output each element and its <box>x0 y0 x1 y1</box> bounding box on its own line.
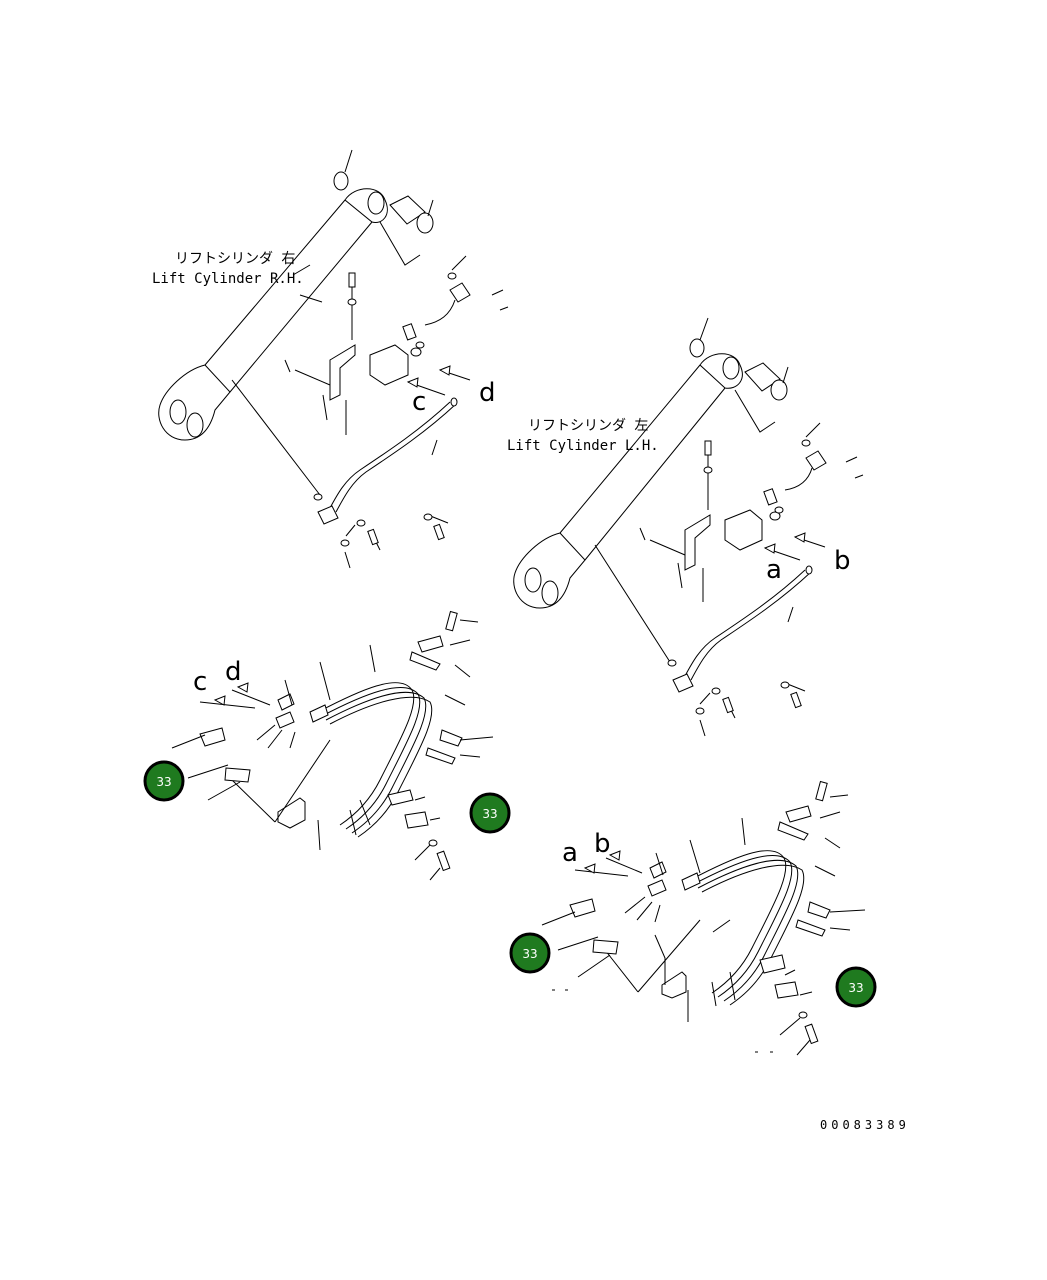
letter-b-upper: b <box>834 546 851 576</box>
drawing-number: 00083389 <box>820 1118 910 1132</box>
reference-badge[interactable]: 33 <box>509 932 551 974</box>
lift-cylinder-lh-assembly <box>513 317 864 737</box>
badge-label: 33 <box>848 981 863 995</box>
label-lift-cylinder-lh-jp: リフトシリンダ 左 <box>528 418 648 434</box>
label-lift-cylinder-rh-jp: リフトシリンダ 右 <box>175 251 295 267</box>
badge-label: 33 <box>522 947 537 961</box>
hose-group-left <box>171 610 494 881</box>
letter-c-lower: c <box>193 667 207 697</box>
letter-d-lower: d <box>225 657 242 687</box>
label-lift-cylinder-lh-en: Lift Cylinder L.H. <box>507 438 659 454</box>
badge-label: 33 <box>156 775 171 789</box>
letter-a-upper: a <box>766 555 782 585</box>
reference-badge[interactable]: 33 <box>469 792 511 834</box>
lift-cylinder-rh-assembly <box>158 149 509 569</box>
reference-badge[interactable]: 33 <box>143 760 185 802</box>
hose-group-right <box>541 780 866 1056</box>
letter-a-lower: a <box>562 838 578 868</box>
letter-c-upper: c <box>412 387 426 417</box>
letter-d-upper: d <box>479 378 496 408</box>
reference-badge[interactable]: 33 <box>835 966 877 1008</box>
label-lift-cylinder-rh-en: Lift Cylinder R.H. <box>152 271 304 287</box>
letter-b-lower: b <box>594 829 611 859</box>
badge-label: 33 <box>482 807 497 821</box>
